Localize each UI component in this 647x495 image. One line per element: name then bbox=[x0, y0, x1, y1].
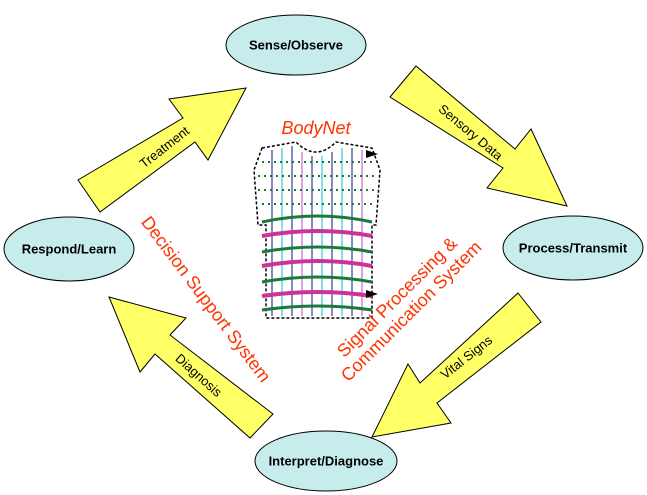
node-respond-learn: Respond/Learn bbox=[3, 216, 135, 282]
node-interpret-diagnose-shape bbox=[254, 430, 398, 492]
bodynet-title: BodyNet bbox=[281, 118, 351, 138]
node-respond-learn-shape bbox=[3, 216, 135, 282]
vest-spiral-bands bbox=[261, 214, 373, 312]
bodynet-vest-illustration bbox=[253, 141, 381, 319]
node-interpret-diagnose-label: Interpret/Diagnose bbox=[269, 453, 384, 468]
node-interpret-diagnose: Interpret/Diagnose bbox=[254, 430, 398, 492]
node-sense-observe-shape bbox=[225, 14, 367, 76]
node-process-transmit: Process/Transmit bbox=[502, 215, 644, 281]
vest-connector-top bbox=[366, 150, 378, 158]
arrow-diagnosis-shape bbox=[108, 296, 274, 439]
vest-dotted-rows bbox=[258, 161, 376, 205]
arrow-vital-signs-shape bbox=[371, 292, 542, 438]
arrow-sensory-data-shape bbox=[389, 65, 568, 207]
node-sense-observe: Sense/Observe bbox=[225, 14, 367, 76]
node-respond-learn-label: Respond/Learn bbox=[22, 241, 117, 256]
arrow-treatment-shape bbox=[77, 87, 247, 213]
node-process-transmit-shape bbox=[502, 215, 644, 281]
node-process-transmit-label: Process/Transmit bbox=[519, 240, 628, 255]
arrow-sensory-data: Sensory Data bbox=[389, 65, 568, 207]
vest-connector-bottom bbox=[366, 290, 378, 298]
arrow-treatment: Treatment bbox=[77, 87, 247, 213]
node-sense-observe-label: Sense/Observe bbox=[249, 37, 343, 52]
decision-support-system-label: Decision Support System bbox=[137, 213, 275, 386]
